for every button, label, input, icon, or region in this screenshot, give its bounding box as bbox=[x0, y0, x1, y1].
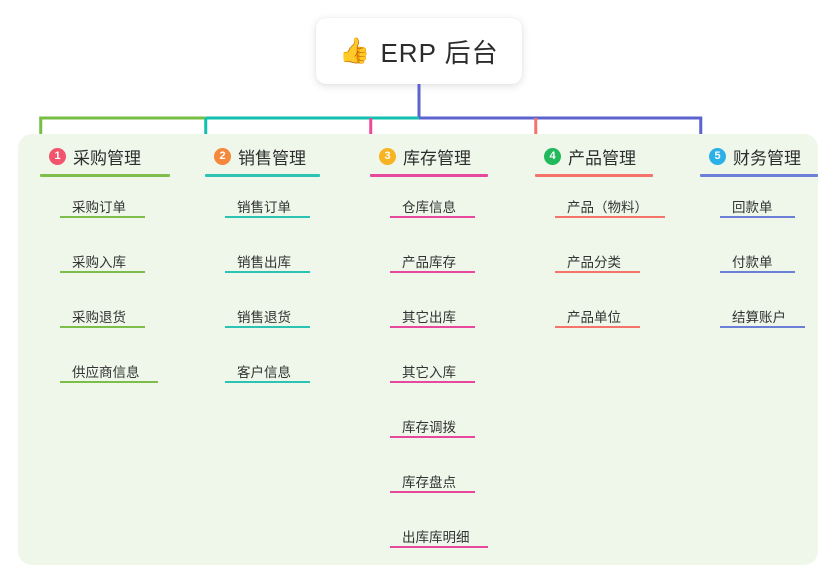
branch-item-underline bbox=[390, 491, 475, 493]
branch-item[interactable]: 产品（物料） bbox=[555, 196, 665, 218]
branch-title-2: 销售管理 bbox=[238, 148, 306, 168]
branch-item-underline bbox=[60, 271, 145, 273]
branches-panel bbox=[18, 134, 818, 565]
branch-item-underline bbox=[555, 271, 640, 273]
branch-item[interactable]: 采购退货 bbox=[60, 306, 145, 328]
branch-item-underline bbox=[390, 326, 475, 328]
branch-item[interactable]: 采购订单 bbox=[60, 196, 145, 218]
branch-header-2[interactable]: 2 销售管理 bbox=[197, 134, 362, 178]
branch-item[interactable]: 产品单位 bbox=[555, 306, 640, 328]
branch-item-underline bbox=[720, 326, 805, 328]
branch-item-underline bbox=[390, 436, 475, 438]
branch-item-underline bbox=[225, 271, 310, 273]
branch-item-label: 出库库明细 bbox=[402, 530, 470, 545]
branch-underline-3 bbox=[370, 174, 488, 177]
branch-item-underline bbox=[720, 271, 795, 273]
branch-item-label: 产品单位 bbox=[567, 310, 621, 325]
branch-column-2: 2 销售管理 销售订单销售出库销售退货客户信息 bbox=[197, 134, 362, 383]
branch-item-label: 回款单 bbox=[732, 200, 773, 215]
branch-header-5[interactable]: 5 财务管理 bbox=[692, 134, 839, 178]
branch-item-underline bbox=[225, 216, 310, 218]
branch-title-3: 库存管理 bbox=[403, 148, 471, 168]
branch-item-label: 供应商信息 bbox=[72, 365, 140, 380]
thumbs-up-icon: 👍 bbox=[339, 36, 371, 65]
root-node[interactable]: 👍 ERP 后台 bbox=[316, 18, 522, 84]
branch-column-5: 5 财务管理 回款单付款单结算账户 bbox=[692, 134, 839, 328]
branch-badge-3: 3 bbox=[379, 147, 396, 165]
branch-header-3[interactable]: 3 库存管理 bbox=[362, 134, 527, 178]
branch-item[interactable]: 付款单 bbox=[720, 251, 795, 273]
branch-badge-5: 5 bbox=[709, 147, 726, 165]
branch-item-label: 销售退货 bbox=[237, 310, 291, 325]
branch-item-label: 库存调拨 bbox=[402, 420, 456, 435]
branch-item[interactable]: 销售退货 bbox=[225, 306, 310, 328]
branch-column-3: 3 库存管理 仓库信息产品库存其它出库其它入库库存调拨库存盘点出库库明细 bbox=[362, 134, 527, 548]
branch-underline-5 bbox=[700, 174, 818, 177]
branch-badge-2: 2 bbox=[214, 147, 231, 165]
branch-item-label: 结算账户 bbox=[732, 310, 786, 325]
branch-item-label: 其它入库 bbox=[402, 365, 456, 380]
branch-item[interactable]: 其它出库 bbox=[390, 306, 475, 328]
branch-item-label: 销售出库 bbox=[237, 255, 291, 270]
branch-item[interactable]: 销售订单 bbox=[225, 196, 310, 218]
branch-item[interactable]: 采购入库 bbox=[60, 251, 145, 273]
branch-item-underline bbox=[390, 271, 475, 273]
branch-title-4: 产品管理 bbox=[568, 148, 636, 168]
branch-item-underline bbox=[390, 381, 475, 383]
branch-item-underline bbox=[390, 216, 475, 218]
branch-item-label: 采购订单 bbox=[72, 200, 126, 215]
branch-item-label: 付款单 bbox=[732, 255, 773, 270]
branch-item-underline bbox=[60, 216, 145, 218]
branch-column-4: 4 产品管理 产品（物料） 产品分类产品单位 bbox=[527, 134, 692, 328]
branch-item-underline bbox=[720, 216, 795, 218]
branch-underline-1 bbox=[40, 174, 170, 177]
branch-item[interactable]: 产品库存 bbox=[390, 251, 475, 273]
branch-item-underline bbox=[555, 326, 640, 328]
branch-column-1: 1 采购管理 采购订单采购入库采购退货供应商信息 bbox=[32, 134, 197, 383]
branch-item-label: 销售订单 bbox=[237, 200, 291, 215]
branch-item[interactable]: 产品分类 bbox=[555, 251, 640, 273]
branch-item[interactable]: 出库库明细 bbox=[390, 526, 488, 548]
branch-item[interactable]: 回款单 bbox=[720, 196, 795, 218]
branch-item-label: 采购退货 bbox=[72, 310, 126, 325]
branch-item-underline bbox=[390, 546, 488, 548]
root-node-content: 👍 ERP 后台 bbox=[339, 33, 498, 70]
branch-item[interactable]: 库存盘点 bbox=[390, 471, 475, 493]
branch-item[interactable]: 供应商信息 bbox=[60, 361, 158, 383]
branch-badge-4: 4 bbox=[544, 147, 561, 165]
branch-item[interactable]: 库存调拨 bbox=[390, 416, 475, 438]
branch-columns: 1 采购管理 采购订单采购入库采购退货供应商信息 2 销售管理 销售订单销售出库… bbox=[18, 134, 818, 565]
branch-item[interactable]: 结算账户 bbox=[720, 306, 805, 328]
branch-item-label: 产品库存 bbox=[402, 255, 456, 270]
branch-underline-4 bbox=[535, 174, 653, 177]
branch-title-1: 采购管理 bbox=[73, 148, 141, 168]
branch-item-label: 其它出库 bbox=[402, 310, 456, 325]
branch-badge-1: 1 bbox=[49, 147, 66, 165]
branch-item-label: 客户信息 bbox=[237, 365, 291, 380]
branch-underline-2 bbox=[205, 174, 320, 177]
branch-item[interactable]: 销售出库 bbox=[225, 251, 310, 273]
branch-item[interactable]: 其它入库 bbox=[390, 361, 475, 383]
branch-item-underline bbox=[60, 381, 158, 383]
branch-item-underline bbox=[225, 326, 310, 328]
branch-item[interactable]: 仓库信息 bbox=[390, 196, 475, 218]
branch-item-underline bbox=[555, 216, 665, 218]
branch-title-5: 财务管理 bbox=[733, 148, 801, 168]
branch-header-1[interactable]: 1 采购管理 bbox=[32, 134, 197, 178]
branch-item-underline bbox=[60, 326, 145, 328]
branch-item-underline bbox=[225, 381, 310, 383]
branch-item-label: 产品（物料） bbox=[567, 200, 648, 215]
branch-item[interactable]: 客户信息 bbox=[225, 361, 310, 383]
branch-item-label: 产品分类 bbox=[567, 255, 621, 270]
branch-item-label: 仓库信息 bbox=[402, 200, 456, 215]
branch-header-4[interactable]: 4 产品管理 bbox=[527, 134, 692, 178]
branch-item-label: 采购入库 bbox=[72, 255, 126, 270]
branch-item-label: 库存盘点 bbox=[402, 475, 456, 490]
root-node-title: ERP 后台 bbox=[380, 37, 499, 68]
